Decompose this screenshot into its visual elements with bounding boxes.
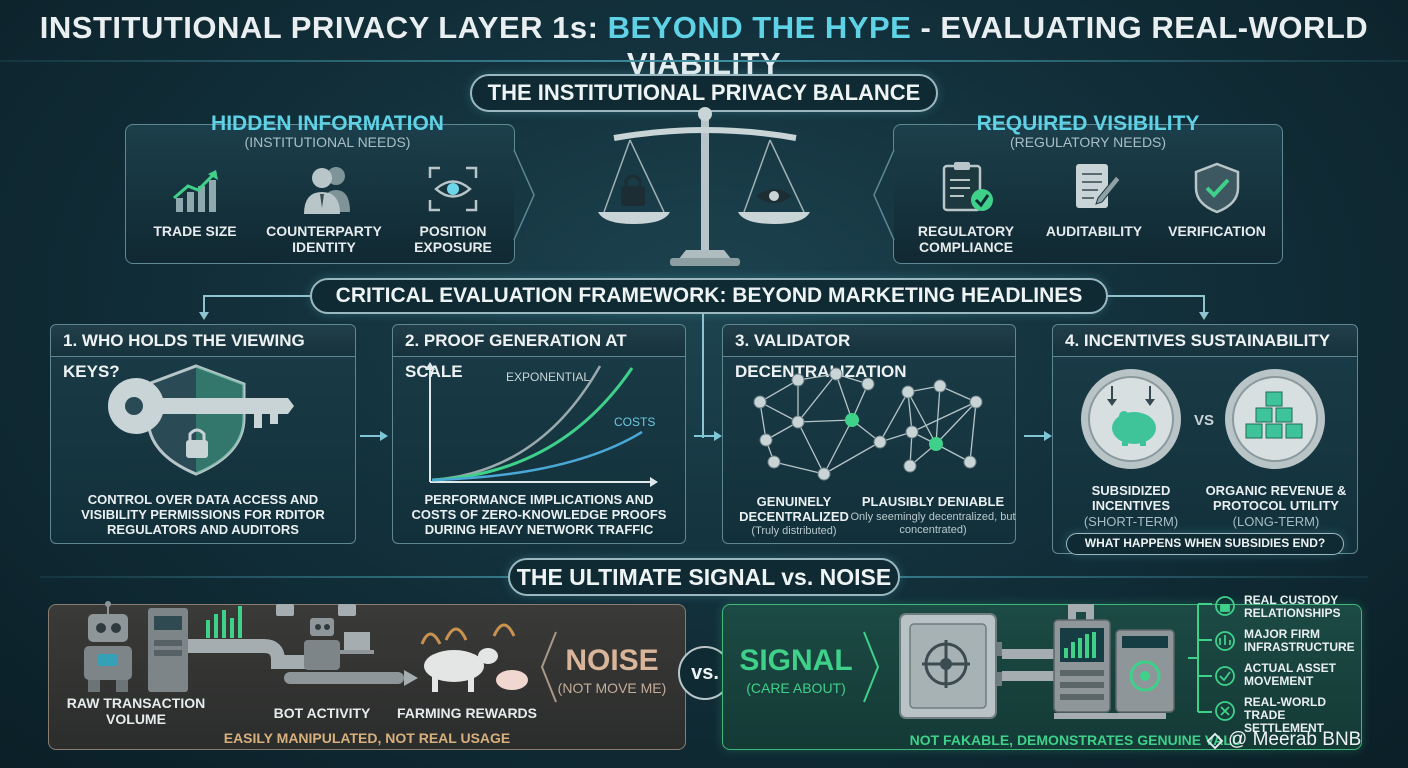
signal-item-infrastructure: MAJOR FIRM INFRASTRUCTURE	[1244, 627, 1355, 654]
arrow-card3-card4	[1024, 431, 1052, 441]
hidden-item-counterparty-identity: COUNTERPARTY IDENTITY	[266, 223, 382, 255]
bot-laptop-icon	[276, 604, 374, 670]
hidden-item-position-exposure: POSITION EXPOSURE	[414, 223, 492, 255]
hidden-panel-pointer	[513, 149, 535, 241]
required-item-auditability: AUDITABILITY	[1045, 223, 1143, 239]
balance-scale-icon	[598, 107, 810, 266]
decentralized-note: (Truly distributed)	[751, 525, 837, 537]
arrow-card1-card2	[360, 431, 388, 441]
costs-curve	[431, 367, 634, 482]
chart-growth-icon	[173, 170, 218, 212]
card-viewing-keys-title: 1. WHO HOLDS THE VIEWING KEYS?	[51, 325, 355, 381]
deniable-note: Only seemingly decentralized, but concen…	[850, 511, 1016, 536]
subsidized-label: SUBSIDIZED INCENTIVES	[1091, 483, 1171, 513]
signal-item-asset-movement: ACTUAL ASSET MOVEMENT	[1244, 661, 1337, 688]
signal-chevron-icon	[863, 631, 880, 703]
incentives-vs: VS	[1194, 412, 1215, 429]
required-visibility-title: REQUIRED VISIBILITY	[976, 112, 1200, 135]
signal-footer: NOT FAKABLE, DEMONSTRATES GENUINE VALU	[909, 732, 1242, 748]
infrastructure-server-icon	[1053, 619, 1111, 713]
decentralized-label: GENUINELY DECENTRALIZED	[739, 494, 849, 524]
required-item-verification: VERIFICATION	[1168, 223, 1266, 239]
card-proof-generation-text: PERFORMANCE IMPLICATIONS AND COSTS OF ZE…	[411, 492, 667, 537]
required-visibility-subtitle: (REGULATORY NEEDS)	[1009, 134, 1167, 150]
noise-sublabel: (NOT MOVE ME)	[557, 680, 667, 696]
noise-footer: EASILY MANIPULATED, NOT REAL USAGE	[223, 730, 511, 746]
required-panel-pointer	[873, 149, 895, 241]
signal-item-icons	[1215, 596, 1235, 721]
people-icon	[304, 167, 350, 214]
piggy-bank-coin-icon	[1081, 369, 1181, 469]
eye-target-icon	[428, 166, 478, 212]
checklist-icon	[942, 162, 993, 212]
blocks-coin-icon	[1225, 369, 1325, 469]
card-proof-generation-title: 2. PROOF GENERATION AT SCALE	[393, 325, 685, 381]
arrow-card2-card3	[694, 431, 722, 441]
title-part1: INSTITUTIONAL PRIVACY LAYER 1s:	[39, 10, 608, 45]
hidden-item-trade-size: TRADE SIZE	[153, 223, 237, 239]
hidden-information-subtitle: (INSTITUTIONAL NEEDS)	[244, 134, 411, 150]
framework-connector	[199, 295, 1209, 320]
shield-check-icon	[1194, 162, 1240, 214]
framework-stem	[702, 314, 704, 438]
validator-network-graph	[753, 367, 983, 481]
secondary-curve	[431, 430, 643, 482]
organic-note: (LONG-TERM)	[1232, 514, 1320, 529]
signal-item-custody: REAL CUSTODY RELATIONSHIPS	[1244, 593, 1341, 620]
framework-heading: CRITICAL EVALUATION FRAMEWORK: BEYOND MA…	[310, 278, 1108, 314]
page-title: INSTITUTIONAL PRIVACY LAYER 1s: BEYOND T…	[0, 10, 1408, 82]
noise-label: NOISE	[565, 644, 659, 677]
title-part2: - EVALUATING REAL-WORLD VIABILITY	[626, 10, 1369, 81]
watermark-text: @ Meerab BNB	[1228, 729, 1362, 750]
required-item-regulatory-compliance: REGULATORY COMPLIANCE	[917, 223, 1015, 255]
card-incentives-sustainability-title: 4. INCENTIVES SUSTAINABILITY	[1053, 325, 1357, 357]
noise-item-bot-activity: BOT ACTIVITY	[273, 705, 371, 721]
noise-illustration	[84, 601, 528, 692]
curve-label-exponential: EXPONENTIAL	[506, 370, 591, 384]
signal-label: SIGNAL	[739, 644, 853, 677]
document-pen-icon	[1076, 164, 1121, 208]
curve-label-costs: COSTS	[614, 415, 656, 429]
signal-noise-heading: THE ULTIMATE SIGNAL vs. NOISE	[508, 558, 900, 596]
proof-cost-chart	[425, 362, 658, 487]
mini-bar-chart-icon	[206, 606, 242, 638]
title-accent: BEYOND THE HYPE	[607, 10, 912, 45]
signal-bracket	[1188, 603, 1212, 713]
signal-item-trade-settlement: REAL-WORLD TRADE SETTLEMENT	[1244, 695, 1326, 735]
organic-label: ORGANIC REVENUE & PROTOCOL UTILITY	[1205, 483, 1347, 513]
noise-item-farming-rewards: FARMING REWARDS	[397, 705, 537, 721]
vault-icon	[899, 613, 1002, 719]
subsidized-note: (SHORT-TERM)	[1083, 514, 1179, 529]
subsidies-question: WHAT HAPPENS WHEN SUBSIDIES END?	[1066, 533, 1344, 555]
title-divider	[0, 60, 1408, 62]
robot-icon	[84, 601, 132, 692]
signal-sublabel: (CARE ABOUT)	[746, 680, 846, 696]
noise-chevron-icon	[540, 631, 557, 703]
card-validator-decentralization-title: 3. VALIDATOR DECENTRALIZATION	[723, 325, 1015, 381]
signal-illustration	[899, 604, 1175, 719]
card-viewing-keys-text: CONTROL OVER DATA ACCESS AND VISIBILITY …	[81, 492, 325, 537]
hidden-information-title: HIDDEN INFORMATION	[211, 112, 444, 135]
key-shield-icon	[108, 364, 294, 476]
deniable-label: PLAUSIBLY DENIABLE	[861, 494, 1005, 509]
farm-animals-icon	[420, 623, 528, 692]
bnb-logo-icon	[1206, 732, 1224, 750]
noise-item-raw-volume: RAW TRANSACTION VOLUME	[66, 695, 206, 727]
